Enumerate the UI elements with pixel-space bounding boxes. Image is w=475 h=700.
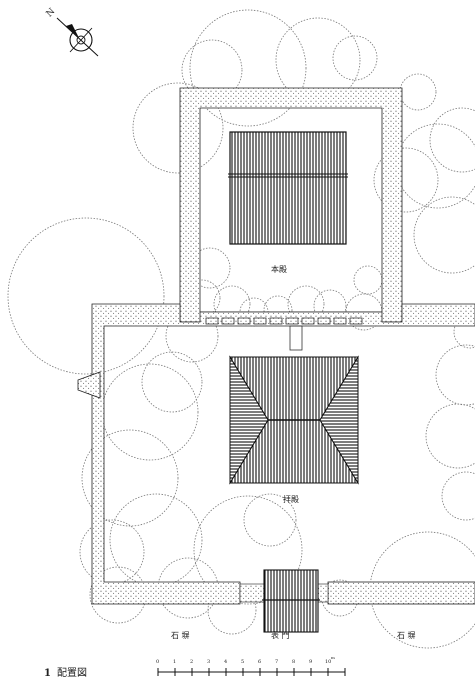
- tree-canopy: [101, 363, 199, 461]
- scale-tick-label: 3: [207, 659, 211, 665]
- tree-canopy: [165, 309, 219, 363]
- tree-canopy: [181, 39, 243, 101]
- tree-canopy: [373, 147, 439, 213]
- tree-canopy: [425, 403, 475, 469]
- tree-canopy: [141, 351, 203, 413]
- gate-roof: [263, 569, 319, 633]
- stone-paving: [205, 317, 363, 351]
- tree-canopy: [193, 495, 303, 605]
- tree-canopy: [399, 73, 437, 111]
- south-wall-right: [327, 581, 475, 605]
- scale-tick-label: 5: [241, 659, 245, 665]
- scale-tick-label: 4: [224, 659, 228, 665]
- honden-label: 本殿: [271, 265, 287, 274]
- gate-label: 表 門: [271, 631, 290, 640]
- tree-canopy: [413, 196, 475, 274]
- tree-canopy: [435, 344, 475, 406]
- tree-canopy: [243, 493, 297, 547]
- stone-wall-right-label: 石 塀: [397, 631, 416, 640]
- tree-canopy: [441, 471, 475, 521]
- tree-canopy: [453, 315, 475, 349]
- figure-title: 配置図: [56, 668, 87, 679]
- stone-wall-left-label: 石 塀: [171, 631, 190, 640]
- west-gate: [77, 371, 101, 399]
- tree-canopy: [395, 123, 475, 209]
- tree-canopy: [369, 531, 475, 649]
- scale-tick-label: 0: [156, 659, 160, 665]
- scale-tick-label: 1: [173, 659, 177, 665]
- tree-canopy: [332, 35, 378, 81]
- tree-canopy: [353, 265, 383, 295]
- tree-canopy: [7, 217, 165, 375]
- scale-tick-label: 10: [325, 659, 332, 665]
- honden-roof: [229, 131, 347, 245]
- scale-tick-label: 6: [258, 659, 262, 665]
- tree-canopy: [189, 247, 231, 289]
- scale-tick-label: 7: [275, 659, 279, 665]
- tree-canopy: [189, 9, 307, 127]
- scale-tick-label: 8: [292, 659, 296, 665]
- tree-canopy: [81, 429, 179, 527]
- north-arrow-icon: [56, 17, 99, 57]
- tree-canopy: [79, 519, 145, 585]
- tree-canopy: [109, 493, 203, 587]
- scale-tick-label: 9: [309, 659, 313, 665]
- figure-number: 1: [44, 668, 51, 679]
- figure-caption: 1 配置図: [44, 664, 87, 679]
- haiden-label: 拝殿: [283, 495, 299, 504]
- scale-bar: [157, 668, 346, 676]
- tree-canopy: [429, 107, 475, 173]
- scale-unit-label: m: [331, 655, 335, 660]
- tree-canopy: [132, 82, 224, 174]
- scale-tick-label: 2: [190, 659, 194, 665]
- haiden-roof: [229, 355, 359, 485]
- tree-canopy: [275, 17, 361, 103]
